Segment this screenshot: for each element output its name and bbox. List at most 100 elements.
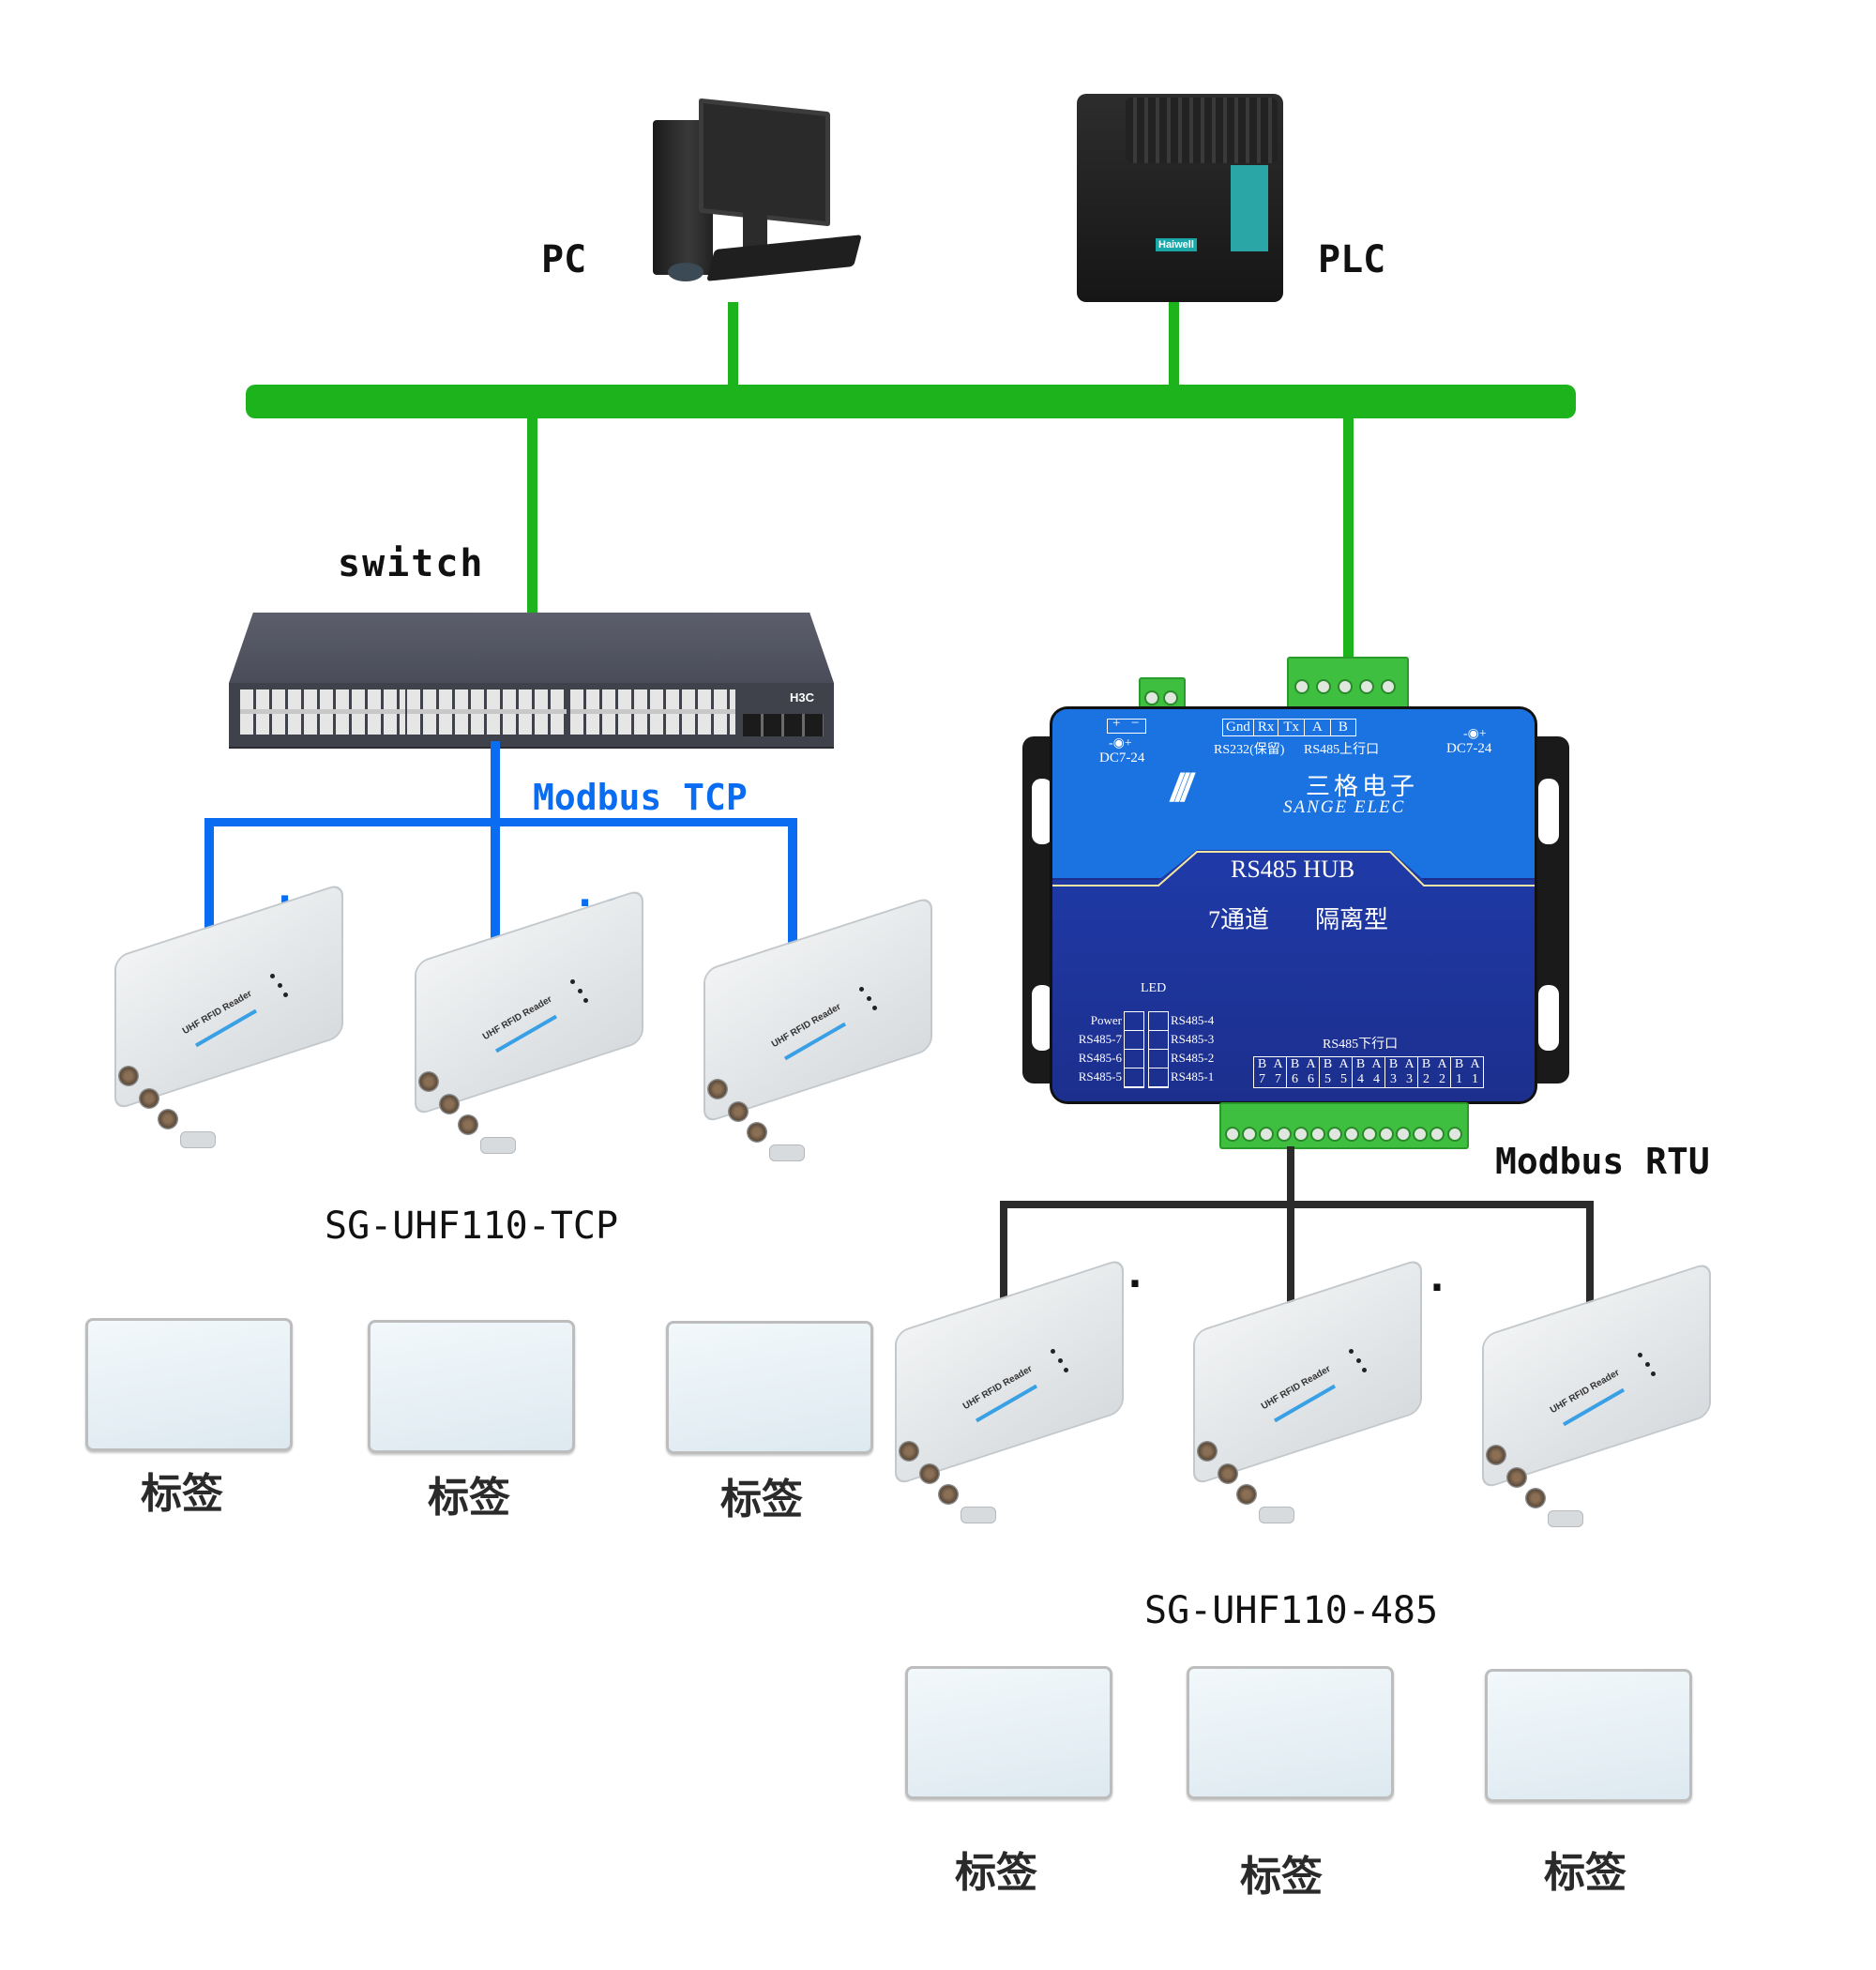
antenna-port-icon [458,1114,478,1135]
down-port-signal: A [1339,1057,1349,1071]
led-indicators-left [1124,1011,1144,1088]
switch-port-group-2 [407,690,567,735]
tcp-reader-2: UHF RFID Reader [405,887,658,1159]
pc-label: PC [541,238,587,281]
terminal-screw [1396,1127,1411,1142]
modbus-tcp-label: Modbus TCP [533,777,748,818]
led-left-labels: Power RS485-7 RS485-6 RS485-5 [1052,1011,1122,1086]
antenna-port-icon [439,1094,460,1114]
network-switch: H3C [229,613,834,749]
plc-label: PLC [1318,238,1386,281]
product-channels: 7通道 [1208,906,1270,933]
power-right-label: DC7-24 [1446,741,1492,756]
bracket-slot [1538,985,1559,1051]
antenna-port-icon [728,1101,749,1122]
led-indicators-right [1148,1011,1169,1088]
rs485-up-label: RS485上行口 [1304,743,1380,757]
antenna-port-icon [1197,1441,1218,1462]
switch-port-group-3 [570,690,735,735]
terminal-screw [1259,1127,1275,1142]
down-port-channel: 5 [1340,1072,1347,1086]
led-label-rs485-5: RS485-5 [1078,1069,1122,1084]
terminal-screw [1310,1127,1325,1142]
uplink-terminal-labels: Gnd Rx Tx A B [1222,719,1356,736]
down-port-channel: 6 [1308,1072,1314,1086]
down-port-signal: A [1437,1057,1447,1071]
down-port-channel: 3 [1390,1072,1397,1086]
down-port-signal: A [1371,1057,1382,1071]
bracket-slot [1032,779,1052,844]
led-label-rs485-6: RS485-6 [1078,1051,1122,1065]
down-port-channel: 1 [1456,1072,1462,1086]
antenna-port-icon [158,1109,178,1129]
led-label-rs485-1: RS485-1 [1171,1069,1215,1084]
down-port-signal: B [1355,1057,1366,1071]
bracket-slot [1538,779,1559,844]
rs485-down-label: RS485下行口 [1323,1038,1399,1052]
down-port-channel: 6 [1292,1072,1298,1086]
tag-label: 标签 [720,1476,803,1523]
tcp-drop-1 [204,818,214,968]
terminal-gnd: Gnd [1222,719,1254,736]
rtu-trunk-line [1287,1146,1294,1325]
down-port-channel: 4 [1373,1072,1380,1086]
antenna-port-icon [899,1441,919,1462]
terminal-screw [1413,1127,1429,1142]
rtu-reader-1: UHF RFID Reader [885,1257,1139,1529]
terminal-screw [1430,1127,1445,1142]
terminal-screw [1225,1127,1240,1142]
down-port-signal: A [1306,1057,1316,1071]
down-port-signal: B [1323,1057,1333,1071]
led-label-rs485-2: RS485-2 [1171,1051,1215,1065]
antenna-port-icon [139,1088,159,1109]
led-right-labels: RS485-4 RS485-3 RS485-2 RS485-1 [1171,1011,1214,1086]
plc-status-panel [1231,165,1268,251]
led-label-rs485-4: RS485-4 [1171,1013,1215,1027]
tcp-reader-model-label: SG-UHF110-TCP [325,1205,619,1248]
rtu-reader-3: UHF RFID Reader [1473,1261,1726,1533]
antenna-port-icon [919,1463,940,1484]
antenna-port-icon [1236,1484,1257,1505]
rfid-tag-card [905,1666,1112,1799]
switch-sfp-ports [743,714,824,736]
mount-foot [961,1507,996,1523]
tcp-reader-3: UHF RFID Reader [694,895,947,1167]
down-port-signal: A [1470,1057,1480,1071]
terminal-a: A [1304,719,1331,736]
switch-label: switch [338,542,485,585]
tcp-reader-1: UHF RFID Reader [105,882,358,1154]
mount-foot [480,1137,516,1154]
product-type: 隔离型 [1315,906,1389,933]
down-port-channel: 2 [1439,1072,1445,1086]
tag-label: 标签 [955,1849,1037,1897]
switch-port-group-1 [240,690,405,735]
uplink-terminal-block [1287,657,1409,715]
down-port-channel: 3 [1406,1072,1413,1086]
rfid-tag-card [368,1320,575,1453]
switch-uplink-line [527,418,537,615]
tcp-drop-3 [788,818,797,973]
pc-mouse-icon [668,263,704,281]
power-polarity-box [1107,719,1146,734]
down-port-channel: 1 [1472,1072,1478,1086]
mount-foot [1259,1507,1294,1523]
mount-foot [769,1144,805,1161]
antenna-port-icon [118,1066,139,1086]
antenna-port-icon [707,1079,728,1099]
pc-monitor-icon [699,98,830,227]
modbus-rtu-label: Modbus RTU [1495,1141,1710,1182]
antenna-port-icon [1506,1467,1527,1488]
antenna-port-icon [1218,1463,1238,1484]
tag-label: 标签 [141,1470,223,1518]
power-left-label: DC7-24 [1099,750,1145,765]
terminal-screw [1293,1127,1309,1142]
